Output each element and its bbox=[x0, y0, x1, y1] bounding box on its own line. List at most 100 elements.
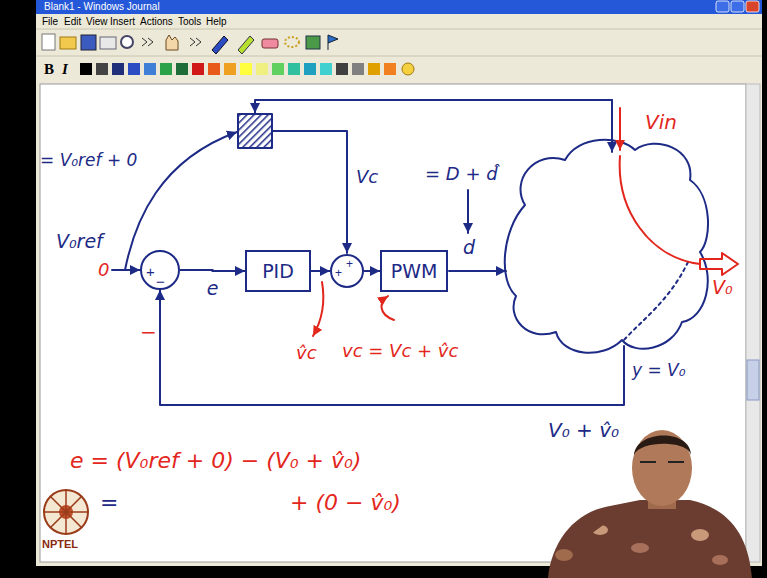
signal-connector bbox=[180, 270, 245, 271]
pointer-arrow bbox=[467, 190, 469, 233]
input-voltage-arrow bbox=[611, 100, 613, 152]
sign-symbol: + bbox=[335, 267, 342, 279]
color-swatch bbox=[272, 63, 284, 75]
pen-icon bbox=[212, 36, 228, 54]
output-arrow bbox=[700, 253, 738, 275]
title-bar bbox=[36, 0, 762, 14]
color-swatch bbox=[304, 63, 316, 75]
signal-annotation: 0 bbox=[98, 259, 109, 281]
summing-junction: ++ bbox=[330, 254, 364, 288]
open-icon bbox=[60, 37, 76, 49]
sign-symbol: − bbox=[156, 274, 165, 289]
summing-junction: +− bbox=[140, 250, 180, 290]
equation: = bbox=[100, 490, 118, 516]
flag-icon bbox=[328, 35, 338, 50]
color-swatch bbox=[288, 63, 300, 75]
separator bbox=[36, 29, 762, 30]
hair bbox=[634, 435, 691, 455]
color-swatch bbox=[144, 63, 156, 75]
color-swatch bbox=[128, 63, 140, 75]
feedforward-output-wire bbox=[272, 131, 347, 253]
feedback-wire bbox=[160, 290, 624, 405]
color-swatch bbox=[96, 63, 108, 75]
equation: + (0 − v̂₀) bbox=[290, 490, 401, 516]
color-swatch bbox=[176, 63, 188, 75]
window-frame bbox=[36, 0, 762, 566]
signal-name: Vc bbox=[356, 166, 378, 188]
toolbar-icons bbox=[42, 34, 338, 54]
sign-symbol: + bbox=[346, 258, 353, 270]
process-box: PID bbox=[245, 250, 311, 292]
new-icon bbox=[42, 34, 55, 50]
close-button bbox=[746, 1, 759, 12]
save-icon bbox=[81, 35, 96, 50]
feedforward-wire bbox=[125, 132, 237, 270]
signal-name: d bbox=[463, 236, 475, 259]
color-swatch bbox=[192, 63, 204, 75]
duty-cycle-wire bbox=[449, 270, 506, 272]
more-icon bbox=[142, 38, 153, 46]
equation: vc = Vc + v̂c bbox=[342, 340, 458, 362]
logo-ring bbox=[44, 490, 88, 534]
bold-button: B bbox=[44, 60, 54, 78]
color-swatch bbox=[336, 63, 348, 75]
shirt bbox=[548, 500, 752, 578]
menu-item: Actions bbox=[140, 16, 173, 28]
sign-symbol: + bbox=[146, 264, 155, 279]
insert-icon bbox=[306, 36, 320, 49]
scrollbar bbox=[746, 84, 760, 562]
menu-item: Tools bbox=[178, 16, 201, 28]
sign-annotation: − bbox=[140, 320, 157, 344]
converter-cloud bbox=[505, 140, 708, 353]
menu-item: Insert bbox=[110, 16, 135, 28]
color-swatch bbox=[352, 63, 364, 75]
highlighter-icon bbox=[238, 36, 254, 54]
color-swatch bbox=[368, 63, 380, 75]
find-icon bbox=[121, 36, 133, 48]
signal-connector bbox=[364, 270, 380, 272]
menu-item: Help bbox=[206, 16, 227, 28]
color-swatch bbox=[112, 63, 124, 75]
color-swatch bbox=[256, 63, 268, 75]
input-voltage-wire bbox=[255, 100, 612, 113]
scroll-thumb bbox=[747, 360, 759, 400]
color-swatch bbox=[384, 63, 396, 75]
signal-name: V₀ bbox=[712, 276, 733, 299]
more-icon bbox=[190, 38, 201, 46]
signal-connector bbox=[311, 270, 330, 272]
separator bbox=[36, 56, 762, 57]
eraser-icon bbox=[262, 39, 278, 48]
maximize-button bbox=[731, 1, 744, 12]
signal-name: y = V₀ bbox=[632, 360, 686, 380]
logo-text: NPTEL bbox=[42, 538, 78, 551]
power-flow-path bbox=[620, 156, 700, 264]
color-swatch bbox=[240, 63, 252, 75]
signal-name: Vin bbox=[645, 110, 677, 134]
output-path bbox=[624, 262, 688, 340]
feedforward-block bbox=[238, 114, 272, 148]
signal-name: e bbox=[207, 277, 219, 300]
palette-icon bbox=[402, 63, 414, 75]
hand-icon bbox=[166, 35, 178, 50]
logo-spokes bbox=[44, 490, 88, 534]
minimize-button bbox=[716, 1, 729, 12]
block-label: PWM bbox=[391, 260, 438, 282]
signal-name: V₀ref bbox=[56, 230, 103, 253]
menu-item: View bbox=[86, 16, 108, 28]
annotation-arrow bbox=[382, 296, 394, 320]
canvas bbox=[40, 84, 746, 562]
menu-item: File bbox=[42, 16, 58, 28]
signal-annotation: v̂c bbox=[296, 342, 317, 364]
color-palette bbox=[80, 63, 414, 75]
mail-icon bbox=[100, 37, 116, 49]
color-swatch bbox=[80, 63, 92, 75]
shirt-pattern bbox=[712, 555, 728, 565]
signal-annotation: = D + d̂ bbox=[425, 163, 498, 185]
nptel-logo bbox=[44, 490, 88, 534]
signal-annotation: V₀ + v̂₀ bbox=[548, 418, 619, 442]
head bbox=[632, 430, 692, 506]
shirt-pattern bbox=[691, 529, 709, 541]
